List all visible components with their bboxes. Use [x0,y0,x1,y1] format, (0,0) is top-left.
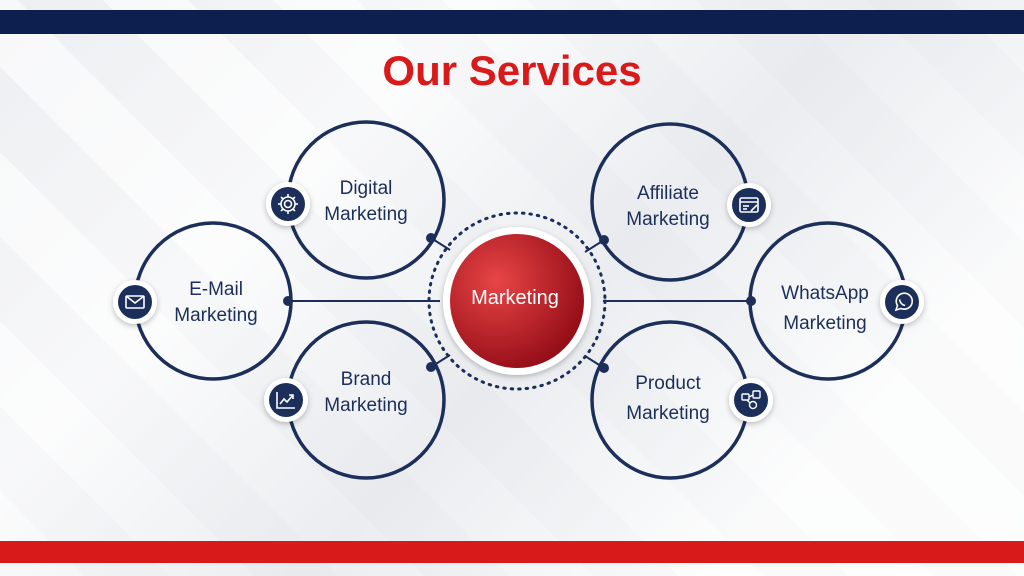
service-line1: Affiliate [637,183,699,204]
service-line2: Marketing [324,204,408,225]
service-line2: Marketing [783,313,867,334]
service-label-whatsapp: WhatsApp Marketing [765,279,885,339]
icon-badges [113,182,924,422]
center-dotted-ring [427,211,607,391]
service-line2: Marketing [626,403,710,424]
service-line1: WhatsApp [781,283,869,304]
service-line1: Digital [339,178,393,199]
top-bar [0,10,1024,34]
service-label-digital: Digital Marketing [306,176,426,228]
service-line2: Marketing [174,305,258,326]
chart-trend-icon [264,378,308,422]
service-label-affiliate: Affiliate Marketing [608,181,728,233]
slide-title: Our Services [382,47,642,94]
service-label-product: Product Marketing [608,369,728,429]
gear-icon [266,182,310,226]
bottom-bar [0,541,1024,563]
center-circle [450,234,584,368]
envelope-icon [113,280,157,324]
service-line2: Marketing [324,395,408,416]
browser-edit-icon [727,183,771,227]
service-label-email: E-Mail Marketing [156,277,276,329]
service-line2: Marketing [626,209,710,230]
whatsapp-icon [880,280,924,324]
connector-dots [283,233,756,373]
service-line1: Brand [340,369,392,390]
service-line1: E-Mail [189,279,243,300]
service-label-brand: Brand Marketing [306,367,426,419]
product-network-icon [729,378,773,422]
service-line1: Product [635,373,701,394]
center-label: Marketing [471,287,559,309]
